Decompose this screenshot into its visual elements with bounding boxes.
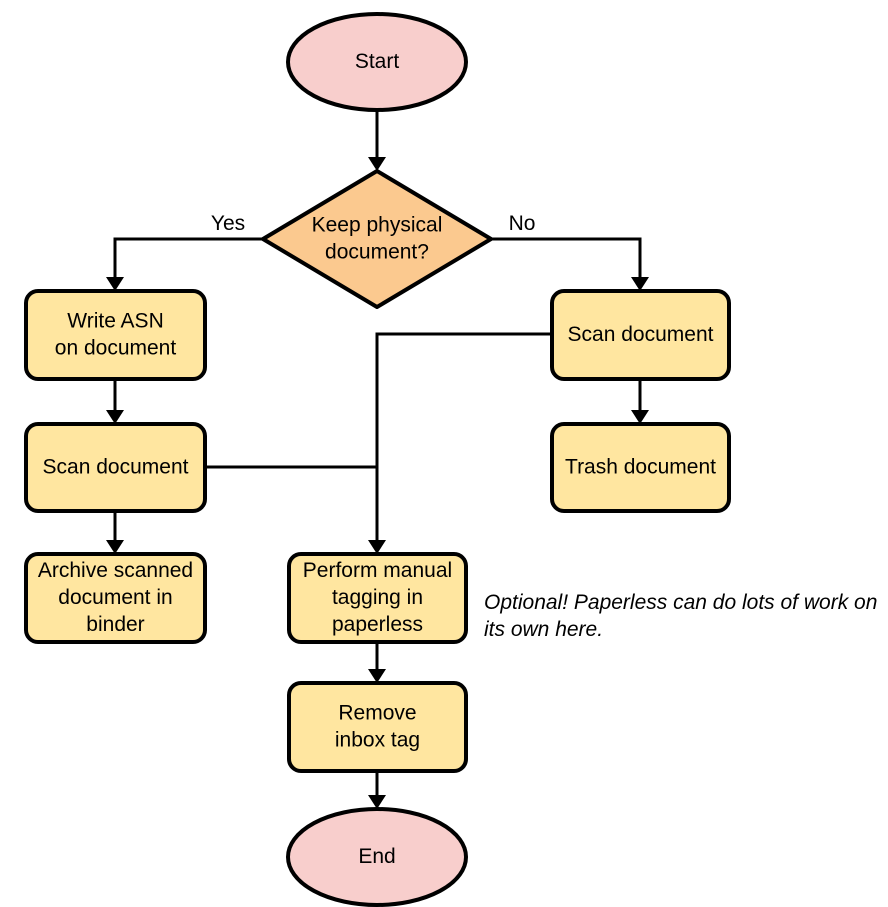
node-label-line: Perform manual	[303, 559, 452, 582]
node-label-line: paperless	[332, 613, 423, 636]
edge-remove-inbox-to-end	[368, 771, 386, 809]
node-archive[interactable]: Archive scanned document in binder	[24, 552, 207, 644]
node-label-line: Start	[355, 50, 400, 73]
node-label: Archive scanned document in binder	[38, 559, 193, 636]
edge-start-to-decision	[368, 110, 386, 171]
node-label: Perform manual tagging in paperless	[303, 559, 452, 636]
node-label-line: document?	[325, 240, 429, 263]
node-label-line: Write ASN	[67, 309, 163, 332]
node-label: Trash document	[565, 455, 716, 478]
node-decision[interactable]: Keep physical document?	[261, 169, 493, 309]
edges-layer: Yes No	[106, 110, 649, 809]
node-shape-ellipse[interactable]	[286, 12, 468, 112]
node-scan_left[interactable]: Scan document	[24, 422, 207, 513]
node-label-line: Scan document	[568, 323, 714, 346]
edge-path	[375, 332, 552, 547]
edge-path	[491, 237, 642, 284]
arrowhead-icon	[368, 669, 386, 683]
arrowhead-icon	[631, 410, 649, 424]
node-label: Scan document	[568, 323, 714, 346]
node-label-line: tagging in	[332, 586, 423, 609]
node-remove_inbox[interactable]: Remove inbox tag	[287, 681, 468, 773]
node-tagging[interactable]: Perform manual tagging in paperless	[287, 552, 468, 644]
edge-tagging-to-remove-inbox	[368, 642, 386, 683]
node-label-line: Archive scanned	[38, 559, 193, 582]
arrowhead-icon	[368, 795, 386, 809]
arrowhead-icon	[631, 277, 649, 291]
node-shape-ellipse[interactable]	[286, 807, 468, 907]
edge-decision-yes-to-write-asn: Yes	[106, 212, 263, 291]
node-label-line: End	[358, 845, 395, 868]
node-start[interactable]: Start	[286, 12, 468, 112]
node-shape-rect[interactable]	[550, 289, 731, 381]
annotations-layer: Optional! Paperless can do lots of work …	[484, 591, 877, 641]
arrowhead-icon	[106, 410, 124, 424]
node-shape-rect[interactable]	[287, 552, 468, 644]
node-label: Write ASN on document	[55, 309, 177, 359]
edge-label-yes: Yes	[211, 212, 245, 235]
edge-decision-no-to-scan-right: No	[491, 212, 649, 291]
arrowhead-icon	[106, 277, 124, 291]
node-label-line: inbox tag	[335, 728, 420, 751]
node-shape-rect[interactable]	[24, 422, 207, 513]
node-label: Start	[355, 50, 400, 73]
edge-path	[113, 237, 263, 284]
edge-scan-right-to-tagging	[368, 332, 552, 554]
arrowhead-icon	[106, 540, 124, 554]
edge-scan-right-to-trash	[631, 379, 649, 424]
node-shape-rect[interactable]	[287, 681, 468, 773]
node-label: Remove inbox tag	[335, 701, 420, 751]
node-trash[interactable]: Trash document	[550, 422, 731, 513]
node-label: Keep physical document?	[312, 213, 443, 263]
node-shape-rect[interactable]	[24, 552, 207, 644]
annotation-line: Optional! Paperless can do lots of work …	[484, 591, 877, 614]
arrowhead-icon	[368, 540, 386, 554]
node-shape-rect[interactable]	[550, 422, 731, 513]
node-write_asn[interactable]: Write ASN on document	[24, 289, 207, 381]
node-label: Scan document	[43, 455, 189, 478]
annotation-optional-note: Optional! Paperless can do lots of work …	[484, 591, 877, 641]
node-label-line: Scan document	[43, 455, 189, 478]
node-label-line: binder	[86, 613, 144, 636]
edge-label-no: No	[509, 212, 536, 235]
node-shape-rect[interactable]	[24, 289, 207, 381]
node-label-line: Keep physical	[312, 213, 443, 236]
node-label: End	[358, 845, 395, 868]
node-label-line: Remove	[338, 701, 416, 724]
node-scan_right[interactable]: Scan document	[550, 289, 731, 381]
arrowhead-icon	[368, 157, 386, 171]
edge-write-asn-to-scan-left	[106, 379, 124, 424]
node-shape-diamond[interactable]	[261, 169, 493, 309]
node-label-line: Trash document	[565, 455, 716, 478]
node-label-line: document in	[58, 586, 172, 609]
edge-scan-left-to-archive	[106, 511, 124, 554]
annotation-line: its own here.	[484, 618, 603, 641]
node-label-line: on document	[55, 336, 177, 359]
node-end[interactable]: End	[286, 807, 468, 907]
